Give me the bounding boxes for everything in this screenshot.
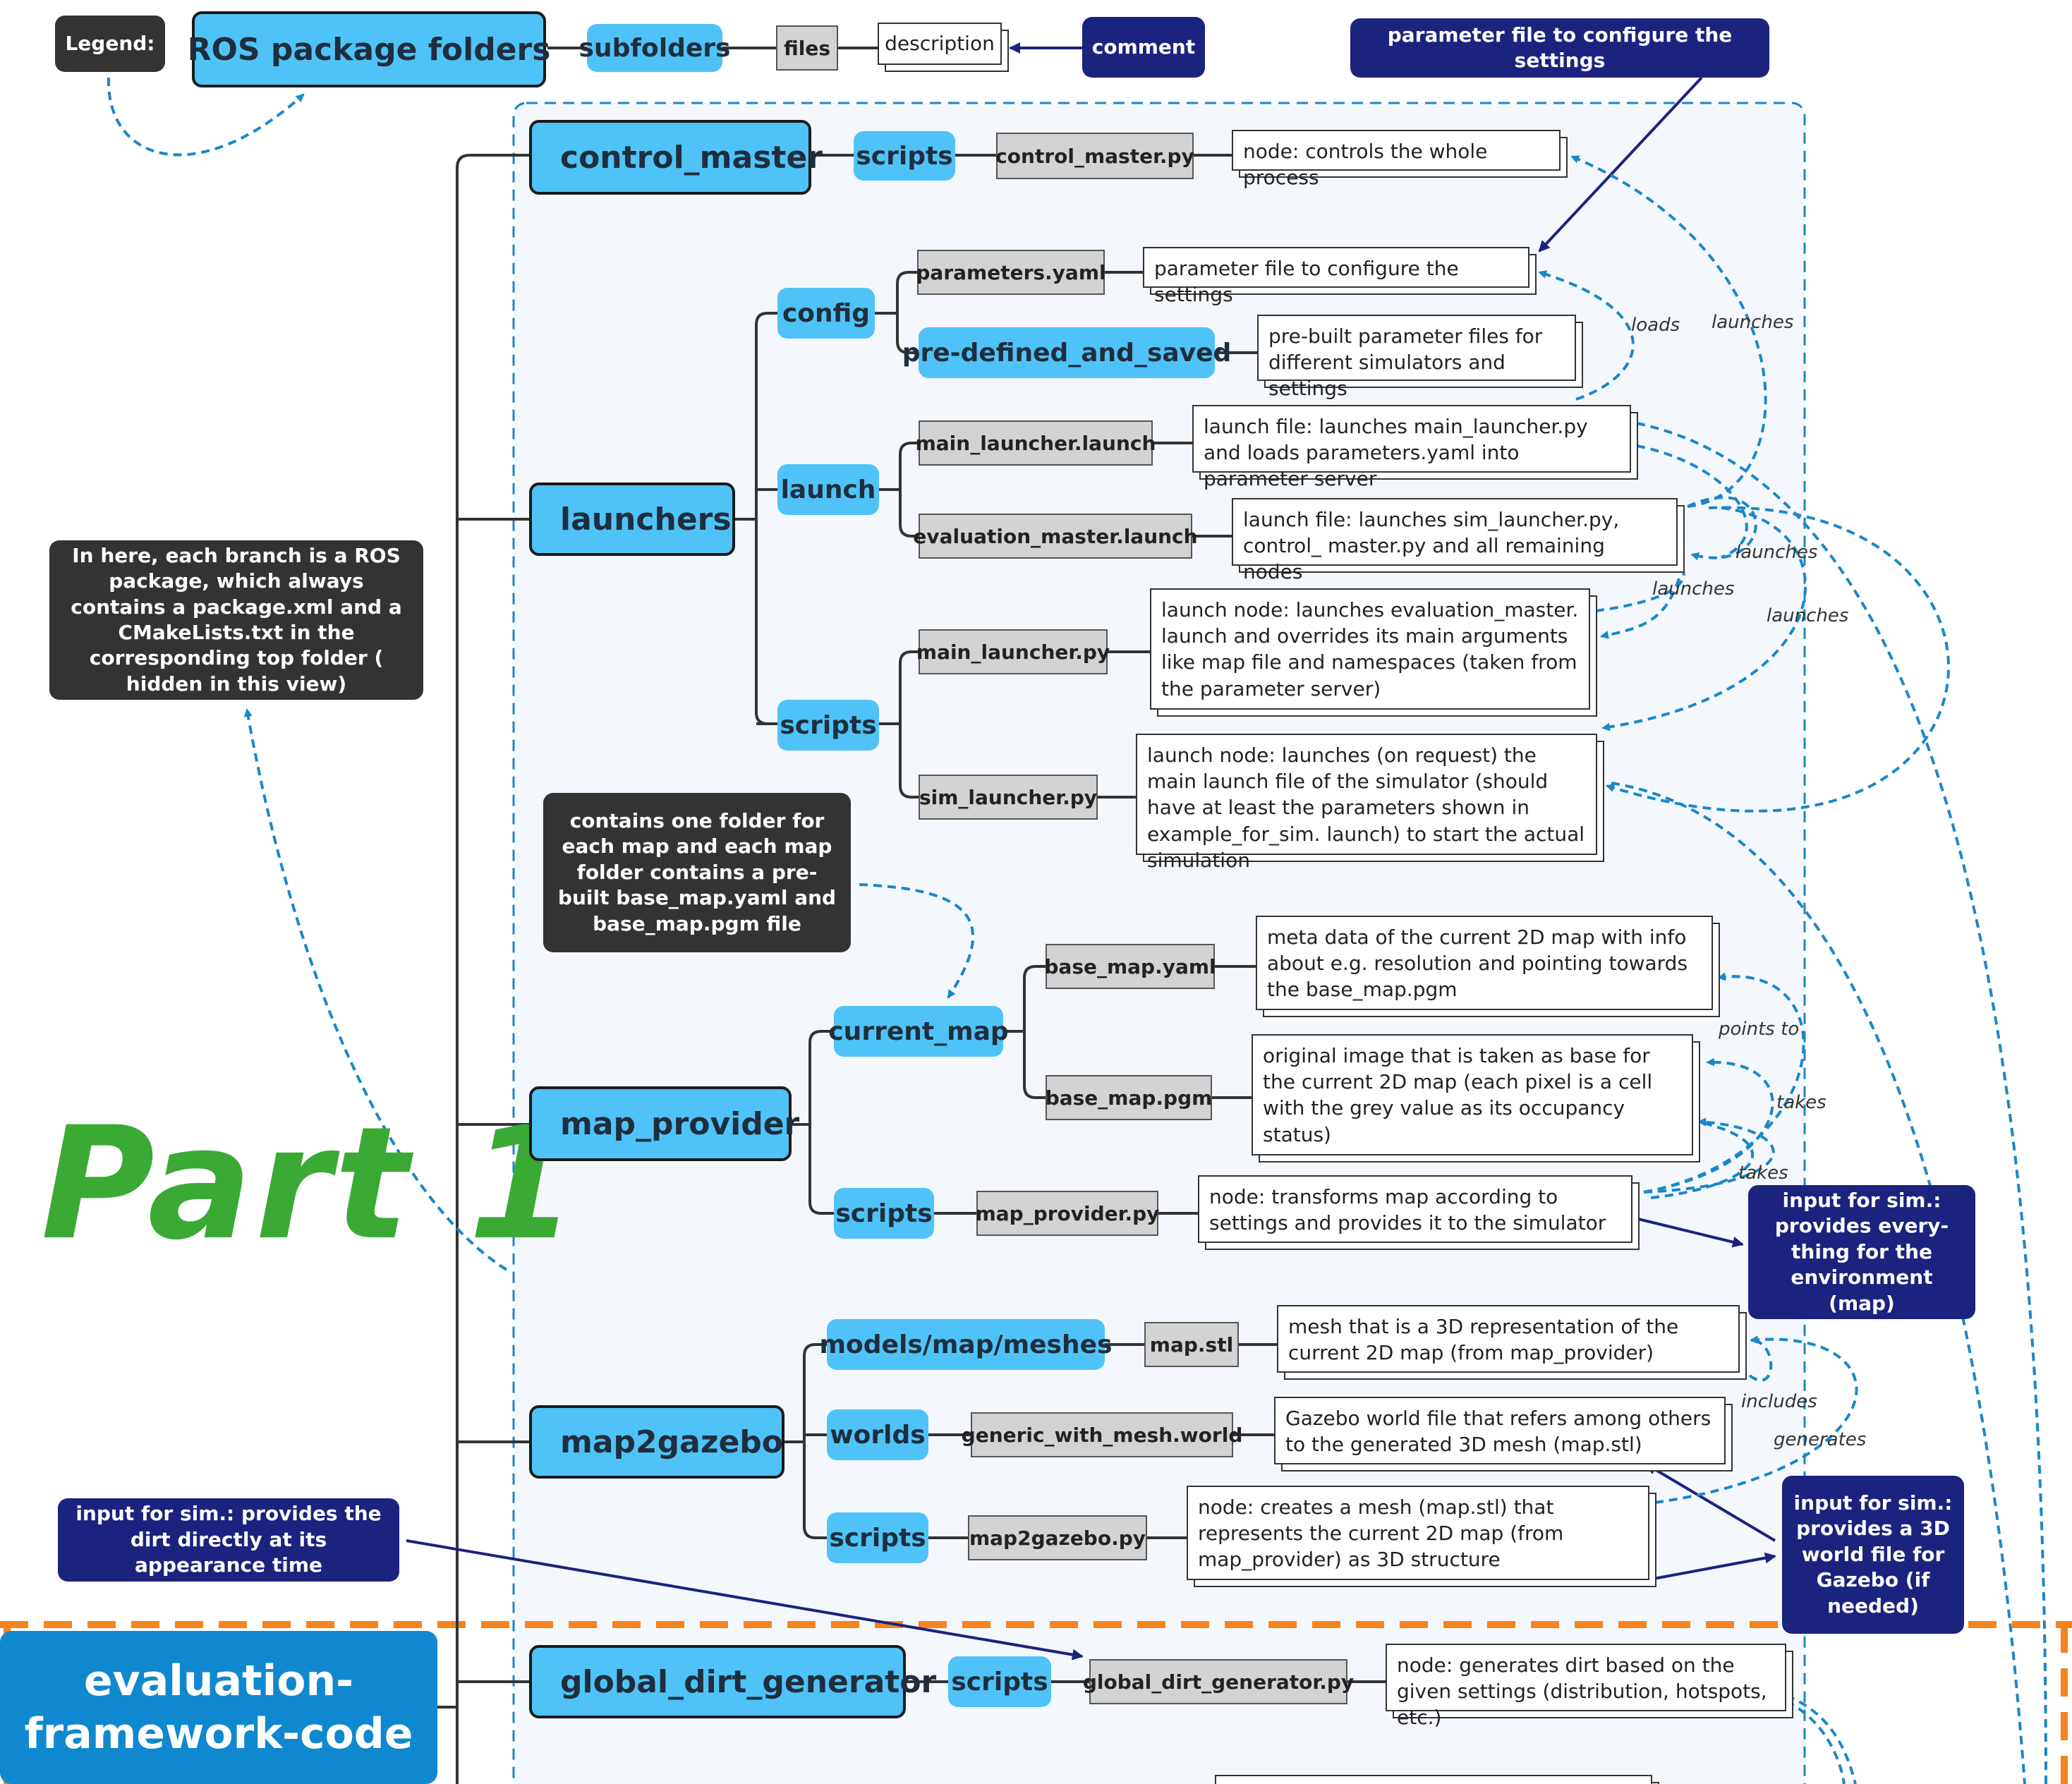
tree-connectors <box>432 47 1386 1784</box>
package-map2gazebo: map2gazebo <box>529 1405 784 1479</box>
file-base-map-yaml: base_map.yaml <box>1044 944 1216 989</box>
desc-next-item <box>1215 1775 1652 1784</box>
map2gazebo-models-map-meshes: models/map/meshes <box>820 1319 1112 1370</box>
edge-label-includes: includes <box>1741 1391 1817 1412</box>
desc-base-map-pgm: original image that is taken as base for… <box>1252 1034 1693 1155</box>
file-global-dirt-generator-py: global_dirt_generator.py <box>1083 1659 1354 1704</box>
map-provider-scripts: scripts <box>834 1188 934 1239</box>
edge-label-takes-1: takes <box>1776 1092 1826 1113</box>
map2gazebo-worlds: worlds <box>827 1409 928 1460</box>
map-input-note: input for sim.: provides every-thing for… <box>1748 1185 1975 1319</box>
package-launchers: launchers <box>529 483 735 556</box>
part-label: Part 1 <box>41 1093 579 1274</box>
desc-base-map-yaml: meta data of the current 2D map with inf… <box>1256 916 1713 1010</box>
file-sim-launcher-py: sim_launcher.py <box>919 775 1098 820</box>
gazebo-input-note: input for sim.: provides a 3D world file… <box>1782 1476 1964 1634</box>
file-map2gazebo-py: map2gazebo.py <box>968 1515 1147 1560</box>
desc-control-master: node: controls the whole process <box>1232 130 1561 189</box>
edge-label-launches-2: launches <box>1735 542 1818 563</box>
desc-predefined: pre-built parameter files for different … <box>1257 315 1576 400</box>
file-control-master-py: control_master.py <box>995 133 1194 179</box>
desc-parameters: parameter file to configure the settings <box>1143 247 1529 306</box>
legend-files: files <box>776 25 838 71</box>
desc-map-stl: mesh that is a 3D representation of the … <box>1277 1305 1740 1373</box>
launchers-pre-defined-and-saved: pre-defined_and_saved <box>902 327 1231 378</box>
edge-label-launches-4: launches <box>1767 605 1849 626</box>
desc-map-provider-py: node: transforms map according to settin… <box>1198 1175 1632 1243</box>
desc-main-launcher-launch: launch file: launches main_launcher.py a… <box>1192 405 1631 490</box>
dirt-input-note: input for sim.: provides the dirt direct… <box>58 1498 399 1582</box>
file-main-launcher-py: main_launcher.py <box>916 629 1110 674</box>
desc-global-dirt-generator-py: node: generates dirt based on the given … <box>1386 1644 1786 1729</box>
desc-sim-launcher-py: launch node: launches (on request) the m… <box>1136 734 1597 872</box>
desc-main-launcher-py: launch node: launches evaluation_master.… <box>1150 588 1590 710</box>
legend-subfolders: subfolders <box>579 24 730 72</box>
maps-note: contains one folder for each map and eac… <box>543 793 851 952</box>
file-map-stl: map.stl <box>1144 1322 1239 1367</box>
launchers-scripts: scripts <box>777 700 879 751</box>
edge-label-takes-2: takes <box>1738 1163 1788 1184</box>
edge-label-generates: generates <box>1774 1429 1867 1450</box>
file-main-launcher-launch: main_launcher.launch <box>916 420 1156 466</box>
parameter-file-comment: parameter file to configure the settings <box>1350 18 1769 78</box>
navy-arrows <box>406 42 1776 1661</box>
ros-package-note: In here, each branch is a ROS package, w… <box>49 540 423 700</box>
desc-map2gazebo-py: node: creates a mesh (map.stl) that repr… <box>1187 1486 1649 1580</box>
global-dirt-generator-scripts: scripts <box>948 1656 1051 1707</box>
file-base-map-pgm: base_map.pgm <box>1046 1075 1212 1120</box>
file-evaluation-master-launch: evaluation_master.launch <box>913 514 1198 559</box>
edge-label-launches-3: launches <box>1652 578 1735 600</box>
edge-label-launches-1: launches <box>1711 312 1794 333</box>
file-map-provider-py: map_provider.py <box>976 1191 1159 1236</box>
legend-comment: comment <box>1082 17 1205 78</box>
legend-description: description <box>878 23 1002 65</box>
map2gazebo-scripts: scripts <box>827 1512 928 1563</box>
edge-label-points-to: points to <box>1719 1019 1800 1040</box>
evaluation-framework-code-box: evaluation-framework-code <box>0 1631 437 1784</box>
package-control-master: control_master <box>529 120 823 195</box>
edge-label-loads: loads <box>1631 315 1680 336</box>
file-parameters-yaml: parameters.yaml <box>916 250 1106 295</box>
control-master-scripts: scripts <box>854 131 955 181</box>
package-map-provider: map_provider <box>529 1086 799 1161</box>
launchers-launch: launch <box>777 464 879 515</box>
package-global-dirt-generator: global_dirt_generator <box>529 1645 936 1718</box>
desc-evaluation-master-launch: launch file: launches sim_launcher.py, c… <box>1232 498 1678 583</box>
legend-package-folders: ROS package folders <box>188 11 550 87</box>
launchers-config: config <box>777 288 875 339</box>
file-generic-with-mesh-world: generic_with_mesh.world <box>962 1412 1242 1457</box>
map-provider-current-map: current_map <box>828 1006 1009 1057</box>
legend-label: Legend: <box>55 16 165 72</box>
relation-arrows <box>107 77 2047 1784</box>
desc-generic-world: Gazebo world file that refers among othe… <box>1274 1397 1726 1464</box>
